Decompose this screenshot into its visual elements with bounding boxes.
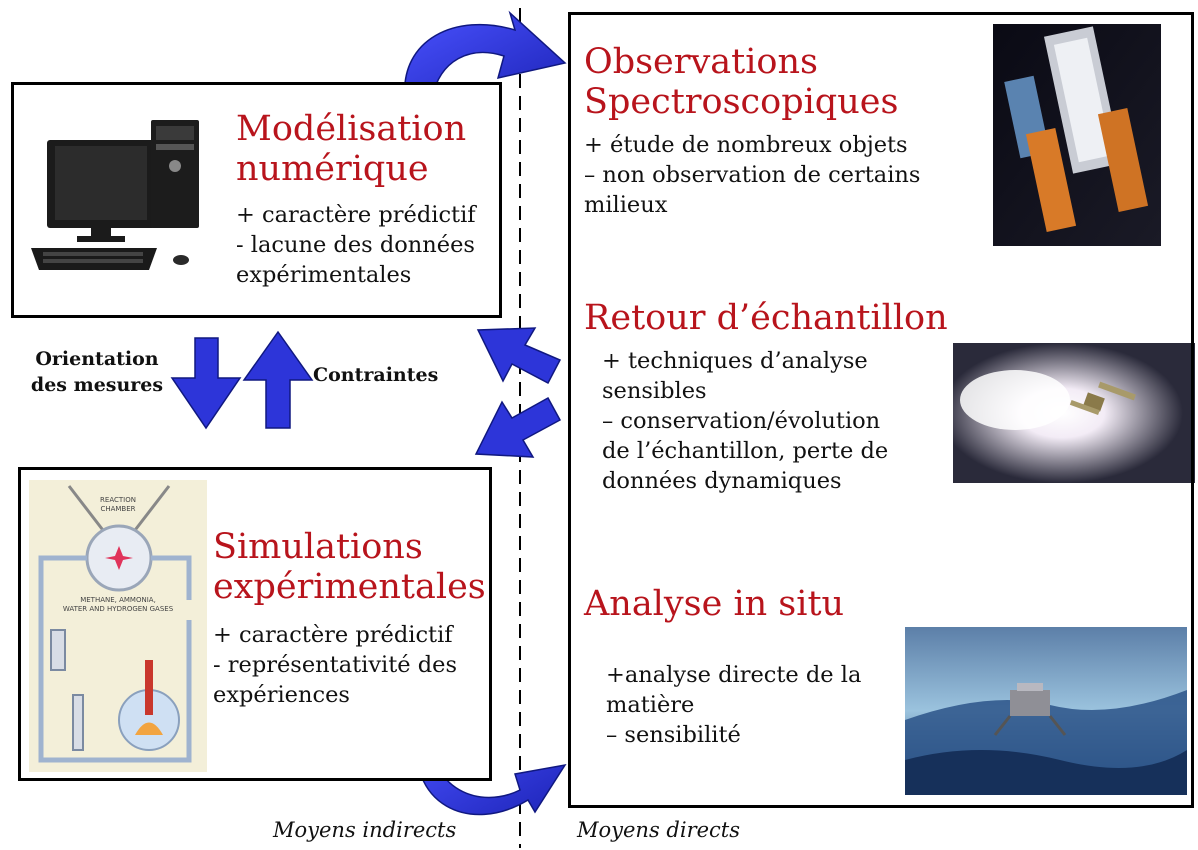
simulations-title: Simulations expérimentales bbox=[213, 527, 486, 607]
comet-probe-image bbox=[953, 343, 1195, 483]
observations-title-line2: Spectroscopiques bbox=[584, 82, 899, 122]
orientation-line1: Orientation bbox=[35, 348, 159, 370]
footer-direct: Moyens directs bbox=[577, 818, 741, 842]
modelisation-title: Modélisation numérique bbox=[236, 109, 466, 189]
simulations-line-2: - représentativité des bbox=[213, 652, 458, 678]
observations-line-2: – non observation de certains bbox=[584, 162, 921, 188]
hubble-telescope-image bbox=[993, 24, 1161, 246]
contraintes-label: Contraintes bbox=[313, 364, 439, 386]
image-label-chamber: CHAMBER bbox=[100, 505, 135, 513]
observations-line-1: + étude de nombreux objets bbox=[584, 132, 908, 158]
modelisation-box: Modélisation numérique + caractère prédi… bbox=[11, 82, 502, 318]
footer-indirect: Moyens indirects bbox=[273, 818, 457, 842]
simulations-text: + caractère prédictif - représentativité… bbox=[213, 620, 457, 710]
miller-experiment-image: REACTION CHAMBER METHANE, AMMONIA, WATER… bbox=[29, 480, 207, 772]
modelisation-line-3: expérimentales bbox=[236, 262, 412, 288]
curved-arrow-top bbox=[404, 10, 567, 99]
analyse-text: +analyse directe de la matière – sensibi… bbox=[606, 660, 861, 750]
arrow-retour-to-modelisation bbox=[476, 327, 562, 385]
analyse-line-2: matière bbox=[606, 692, 695, 718]
image-label-gases2: WATER AND HYDROGEN GASES bbox=[63, 605, 174, 613]
computer-icon bbox=[29, 120, 214, 280]
observations-title: Observations Spectroscopiques bbox=[584, 42, 898, 122]
down-arrow bbox=[170, 337, 242, 430]
modelisation-line-1: + caractère prédictif bbox=[236, 202, 476, 228]
analyse-line-1: +analyse directe de la bbox=[606, 662, 862, 688]
analyse-title: Analyse in situ bbox=[584, 584, 845, 624]
observations-title-line1: Observations bbox=[584, 42, 818, 82]
observations-line-3: milieux bbox=[584, 192, 668, 218]
modelisation-title-line1: Modélisation bbox=[236, 109, 467, 149]
image-label-gases1: METHANE, AMMONIA, bbox=[80, 596, 156, 604]
observations-text: + étude de nombreux objets – non observa… bbox=[584, 130, 920, 220]
simulations-box: REACTION CHAMBER METHANE, AMMONIA, WATER… bbox=[18, 467, 492, 781]
simulations-line-1: + caractère prédictif bbox=[213, 622, 453, 648]
retour-text: + techniques d’analyse sensibles – conse… bbox=[602, 346, 888, 496]
retour-line-4: de l’échantillon, perte de bbox=[602, 438, 889, 464]
retour-line-5: données dynamiques bbox=[602, 468, 842, 494]
orientation-label: Orientation des mesures bbox=[22, 346, 172, 398]
image-label-reaction: REACTION bbox=[100, 496, 136, 504]
comet-lander-image bbox=[905, 627, 1187, 795]
up-arrow bbox=[242, 330, 314, 429]
analyse-line-3: – sensibilité bbox=[606, 722, 741, 748]
direct-methods-box bbox=[568, 12, 1194, 808]
modelisation-title-line2: numérique bbox=[236, 149, 429, 189]
retour-line-2: sensibles bbox=[602, 378, 707, 404]
retour-line-3: – conservation/évolution bbox=[602, 408, 881, 434]
simulations-title-line1: Simulations bbox=[213, 527, 423, 567]
orientation-line2: des mesures bbox=[30, 374, 164, 396]
simulations-line-3: expériences bbox=[213, 682, 350, 708]
simulations-title-line2: expérimentales bbox=[213, 567, 486, 607]
modelisation-line-2: - lacune des données bbox=[236, 232, 475, 258]
retour-title: Retour d’échantillon bbox=[584, 298, 948, 338]
arrow-retour-to-simulations bbox=[474, 396, 562, 458]
retour-line-1: + techniques d’analyse bbox=[602, 348, 868, 374]
modelisation-text: + caractère prédictif - lacune des donné… bbox=[236, 200, 476, 290]
